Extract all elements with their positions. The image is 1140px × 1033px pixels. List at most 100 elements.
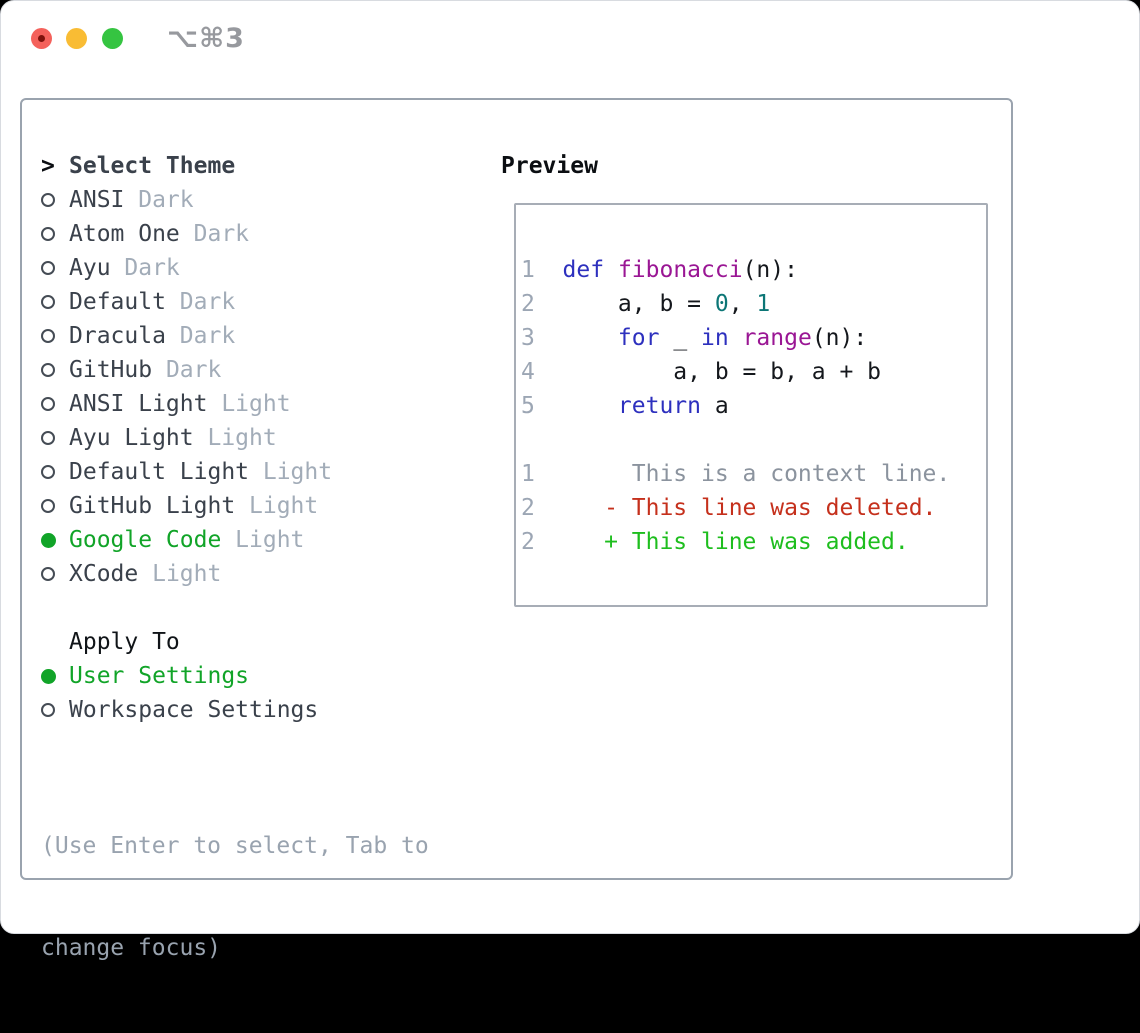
theme-option[interactable]: Ayu Dark [41,251,491,285]
option-label: GitHub Light [69,493,236,519]
option-label: ANSI Light [69,391,208,417]
line-number: 2 [521,495,535,521]
code-token-pl: _ [659,325,702,351]
option-label: XCode [69,561,139,587]
code-token-kw: in [701,325,729,351]
code-line: 4 a, b = b, a + b [521,355,986,389]
theme-option[interactable]: ANSI Light Light [41,387,491,421]
cursor-icon: > [41,153,55,179]
variant-tag: Dark [124,255,180,281]
radio-icon [41,703,55,717]
code-token-pl [563,325,618,351]
code-token-num: 0 [714,291,729,317]
option-label: GitHub [69,357,153,383]
select-theme-label: Select Theme [69,153,236,179]
radio-icon [41,499,55,513]
radio-marker [41,329,69,343]
radio-icon [41,363,55,377]
theme-option[interactable]: GitHub Dark [41,353,491,387]
code-token-pl [729,325,743,351]
help-line-1: (Use Enter to select, Tab to [41,833,429,859]
code-token-pl [604,257,618,283]
variant-tag: Dark [179,289,236,315]
radio-marker [41,567,69,581]
apply-to-option[interactable]: User Settings [41,659,491,693]
radio-icon [41,193,55,207]
option-label: Atom One [69,221,180,247]
variant-tag: Light [262,459,333,485]
code-line: 2 - This line was deleted. [521,491,986,525]
radio-marker [41,295,69,309]
option-label: Default [69,289,166,315]
maximize-button[interactable] [102,28,123,49]
option-label: Ayu Light [69,425,194,451]
minimize-button[interactable] [66,28,87,49]
radio-icon [41,567,55,581]
code-token-kw: def [562,257,605,283]
code-token-pl: (n): [811,325,868,351]
window-title: ⌥⌘3 [167,23,245,54]
theme-option[interactable]: XCode Light [41,557,491,591]
option-label: Workspace Settings [69,697,319,723]
radio-marker [41,532,69,548]
code-line: 5 return a [521,389,986,423]
preview-title: Preview [501,153,598,179]
radio-icon [41,397,55,411]
close-button[interactable] [31,28,52,49]
help-text: (Use Enter to select, Tab to change focu… [41,761,491,1033]
line-number: 5 [521,393,535,419]
radio-marker [41,193,69,207]
variant-tag: Light [235,527,305,553]
radio-marker [41,431,69,445]
radio-selected-icon [41,668,56,684]
variant-tag: Light [152,561,222,587]
code-token-pl: (n): [742,257,798,283]
line-number: 2 [521,529,535,555]
code-token-kw: return [617,393,702,419]
variant-tag: Dark [165,357,222,383]
option-label: ANSI [69,187,125,213]
line-number: 3 [521,325,535,351]
option-label: Ayu [69,255,111,281]
theme-option[interactable]: GitHub Light Light [41,489,491,523]
variant-tag: Light [221,391,291,417]
variant-tag: Light [249,493,319,519]
radio-marker [41,668,69,684]
code-token-pl: a, b = [562,291,715,317]
code-token-kw: for [617,325,660,351]
code-line [521,423,986,457]
code-token-pl: , [728,291,757,317]
window-titlebar: ⌥⌘3 [1,1,1139,77]
line-number: 2 [521,291,535,317]
theme-option[interactable]: Default Dark [41,285,491,319]
radio-selected-icon [41,532,56,548]
apply-to-header: Apply To [41,625,491,659]
code-line: 1 This is a context line. [521,457,986,491]
apply-to-option[interactable]: Workspace Settings [41,693,491,727]
radio-icon [41,227,55,241]
code-token-fn: range [742,325,812,351]
radio-icon [41,329,55,343]
line-number: 4 [521,359,535,385]
radio-marker [41,397,69,411]
radio-marker [41,363,69,377]
code-token-fn: fibonacci [617,257,743,283]
radio-icon [41,465,55,479]
help-line-2: change focus) [41,935,222,961]
code-token-pl: a [701,393,729,419]
close-dot-icon [38,35,45,42]
code-line: 3 for _ in range(n): [521,321,986,355]
code-token-pl: a, b = b, a + b [562,359,882,385]
